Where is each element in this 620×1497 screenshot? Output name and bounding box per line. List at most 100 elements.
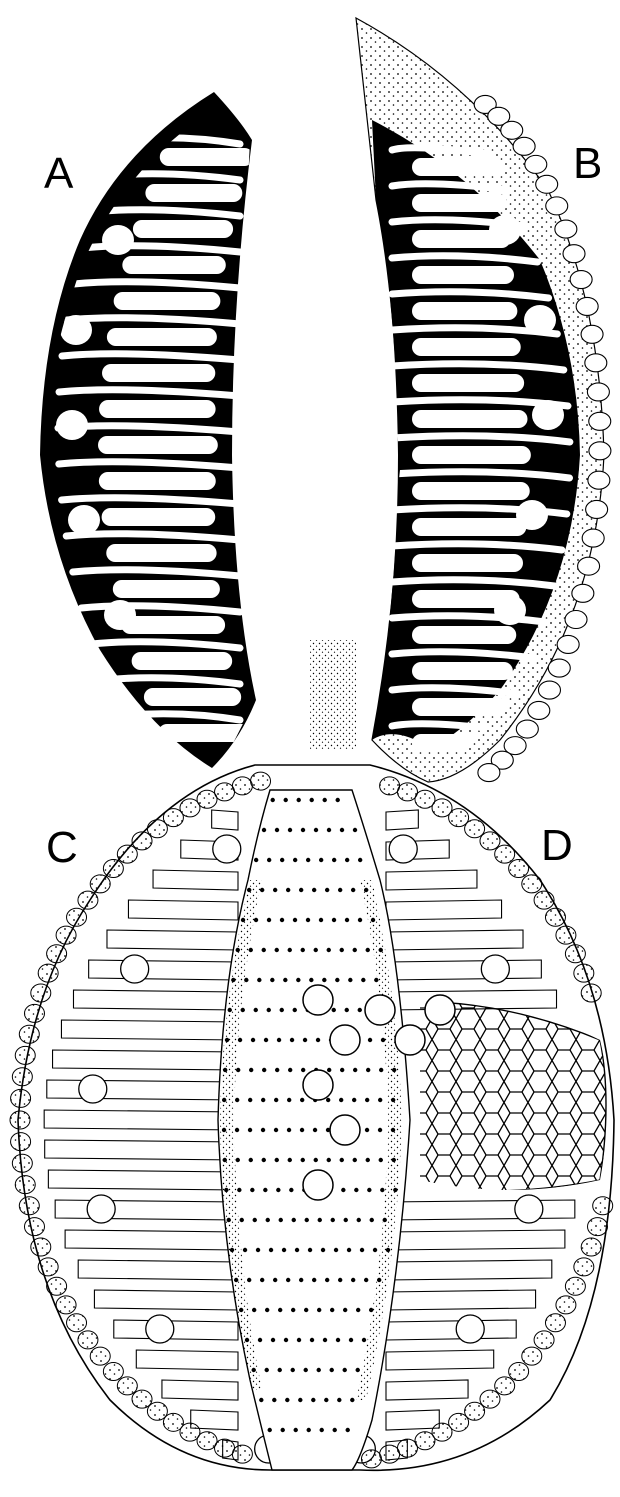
spindle-pore — [310, 798, 314, 802]
panel-c-round-cell — [87, 1195, 115, 1223]
spindle-pore — [323, 798, 327, 802]
panel-b-cell — [412, 518, 526, 536]
panel-b-round-cell — [489, 215, 521, 245]
spindle-pore — [335, 978, 339, 982]
panel-label-a: A — [44, 149, 74, 198]
spindle-pore — [340, 828, 344, 832]
spindle-pore — [288, 948, 292, 952]
spindle-pore — [352, 1098, 356, 1102]
panel-b-round-cell — [516, 500, 548, 530]
spindle-pore — [326, 1098, 330, 1102]
panel-c-bead — [117, 845, 137, 863]
spindle-pore — [280, 1008, 284, 1012]
panel-a-cell — [144, 688, 241, 706]
spindle-pore — [280, 858, 284, 862]
panel-b-bead — [538, 681, 560, 699]
spindle-pore — [283, 978, 287, 982]
panel-d-vesicle — [303, 985, 333, 1015]
spindle-pore — [299, 888, 303, 892]
spindle-pore — [345, 1008, 349, 1012]
panel-c-bead — [147, 1402, 167, 1420]
spindle-pore — [240, 1218, 244, 1222]
spindle-pore — [323, 1338, 327, 1342]
panel-c-bead — [31, 1238, 51, 1256]
panel-c-cell — [73, 990, 238, 1010]
spindle-pore — [364, 888, 368, 892]
spindle-pore — [327, 948, 331, 952]
spindle-pore — [362, 1338, 366, 1342]
spindle-pore — [346, 1428, 350, 1432]
spindle-pore — [378, 1128, 382, 1132]
spindle-pore — [230, 1248, 234, 1252]
panel-c-bead — [90, 1347, 110, 1365]
spindle-pore — [314, 948, 318, 952]
panel-d-cell — [386, 1380, 468, 1400]
spindle-pore — [271, 798, 275, 802]
spindle-pore — [351, 1278, 355, 1282]
panel-b-bead — [576, 297, 598, 315]
spindle-pore — [286, 888, 290, 892]
panel-d-bead — [361, 1450, 381, 1468]
spindle-pore — [290, 1038, 294, 1042]
spindle-pore — [284, 1338, 288, 1342]
spindle-pore — [268, 1428, 272, 1432]
panel-c-cell — [55, 1200, 238, 1220]
spindle-pore — [231, 978, 235, 982]
panel-c-bead — [47, 945, 67, 963]
spindle-pore — [358, 918, 362, 922]
spindle-pore — [358, 1008, 362, 1012]
spindle-pore — [236, 1158, 240, 1162]
spindle-pore — [368, 1038, 372, 1042]
spindle-pore — [227, 1218, 231, 1222]
spindle-pore — [314, 828, 318, 832]
spindle-pore — [293, 858, 297, 862]
spindle-pore — [300, 1098, 304, 1102]
spindle-pore — [347, 1248, 351, 1252]
panel-a-cell — [102, 364, 215, 382]
spindle-pore — [252, 1308, 256, 1312]
panel-cd-ellipsoid — [10, 765, 614, 1470]
panel-c-cell — [107, 930, 238, 950]
spindle-pore — [286, 1278, 290, 1282]
panel-c-bead — [103, 860, 123, 878]
spindle-pore — [275, 1068, 279, 1072]
spindle-pore — [298, 1398, 302, 1402]
spindle-pore — [365, 1098, 369, 1102]
panel-c-bead — [38, 964, 58, 982]
spindle-pore — [282, 1248, 286, 1252]
spindle-pore — [353, 1158, 357, 1162]
panel-b-section — [356, 18, 611, 782]
spindle-pore — [317, 1308, 321, 1312]
panel-c-cell — [128, 900, 238, 920]
spindle-pore — [313, 1128, 317, 1132]
spindle-pore — [289, 1188, 293, 1192]
panel-d-cell — [386, 930, 523, 950]
spindle-pore — [238, 1038, 242, 1042]
spindle-pore — [357, 1218, 361, 1222]
spindle-pore — [330, 1308, 334, 1312]
spindle-pore — [303, 1038, 307, 1042]
panel-d-bead — [556, 926, 576, 944]
spindle-pore — [287, 1128, 291, 1132]
spindle-pore — [322, 978, 326, 982]
panel-d-bead — [465, 820, 485, 838]
spindle-pore — [379, 1068, 383, 1072]
spindle-pore — [330, 1368, 334, 1372]
spindle-pore — [273, 888, 277, 892]
spindle-pore — [241, 1008, 245, 1012]
panel-d-bead — [534, 1331, 554, 1349]
spindle-pore — [392, 1068, 396, 1072]
panel-c-bead — [15, 1046, 35, 1064]
spindle-pore — [265, 1368, 269, 1372]
panel-c-bead — [11, 1133, 31, 1151]
spindle-pore — [366, 1068, 370, 1072]
panel-d-cell — [386, 870, 477, 890]
spindle-pore — [333, 1428, 337, 1432]
spindle-pore — [343, 1368, 347, 1372]
panel-c-bead — [56, 926, 76, 944]
spindle-pore — [308, 1248, 312, 1252]
panel-d-bead — [380, 777, 400, 795]
spindle-pore — [309, 978, 313, 982]
spindle-pore — [358, 858, 362, 862]
spindle-pore — [366, 1158, 370, 1162]
